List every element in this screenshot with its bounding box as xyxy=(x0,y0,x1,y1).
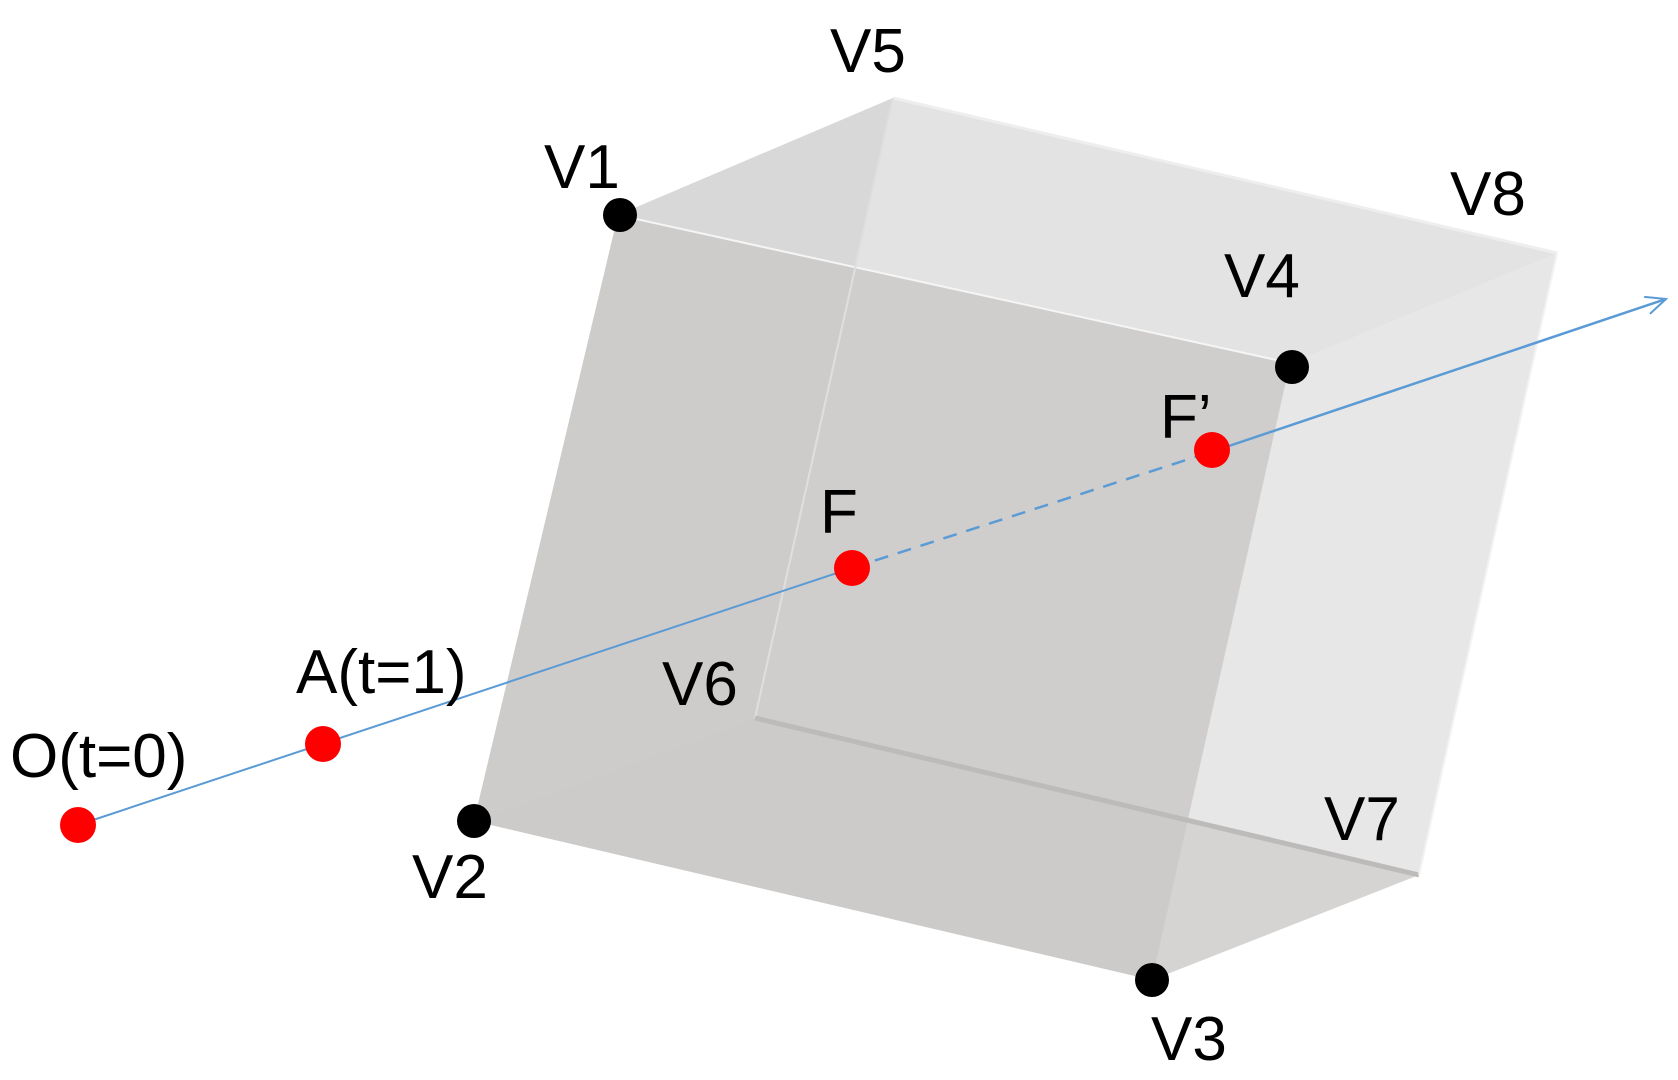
point-f-prime xyxy=(1194,432,1230,468)
vertex-point-v2 xyxy=(457,804,491,838)
label-v7: V7 xyxy=(1324,785,1400,854)
label-v1: V1 xyxy=(544,133,620,202)
vertex-point-v4 xyxy=(1275,350,1309,384)
cube-edge-v8-v7 xyxy=(1418,252,1558,876)
point-origin xyxy=(60,807,96,843)
label-v4: V4 xyxy=(1224,242,1300,311)
cube-face-right xyxy=(1152,253,1557,980)
label-v3: V3 xyxy=(1151,1005,1227,1074)
label-v6: V6 xyxy=(662,650,738,719)
ray-point-labels: O(t=0) A(t=1) F F’ xyxy=(10,383,1212,791)
vertex-point-v3 xyxy=(1135,963,1169,997)
cube xyxy=(474,96,1558,980)
label-v2: V2 xyxy=(412,843,488,912)
cube-edge-v5-v6 xyxy=(754,97,894,719)
ray-segment-dashed-inside xyxy=(851,448,1218,570)
ray xyxy=(77,299,1666,826)
ray-points xyxy=(60,432,1230,843)
point-f xyxy=(834,550,870,586)
label-origin: O(t=0) xyxy=(10,722,187,791)
label-a: A(t=1) xyxy=(296,638,467,707)
label-v5: V5 xyxy=(830,17,906,86)
label-f: F xyxy=(820,478,858,547)
label-f-prime: F’ xyxy=(1160,383,1212,452)
ray-segment-solid-exit xyxy=(1216,299,1666,452)
point-a xyxy=(305,726,341,762)
label-v8: V8 xyxy=(1450,160,1526,229)
vertex-point-v1 xyxy=(603,198,637,232)
vertex-labels: V5 V1 V8 V4 V6 V7 V2 V3 xyxy=(412,17,1526,1074)
cube-edge-v5-v8 xyxy=(892,96,1558,255)
cube-edge-v1-v4 xyxy=(617,214,1291,364)
ray-segment-solid-start xyxy=(77,567,853,826)
cube-face-front xyxy=(474,215,1290,980)
cube-edge-v6-v7 xyxy=(754,715,1420,878)
vertex-points xyxy=(457,198,1309,997)
